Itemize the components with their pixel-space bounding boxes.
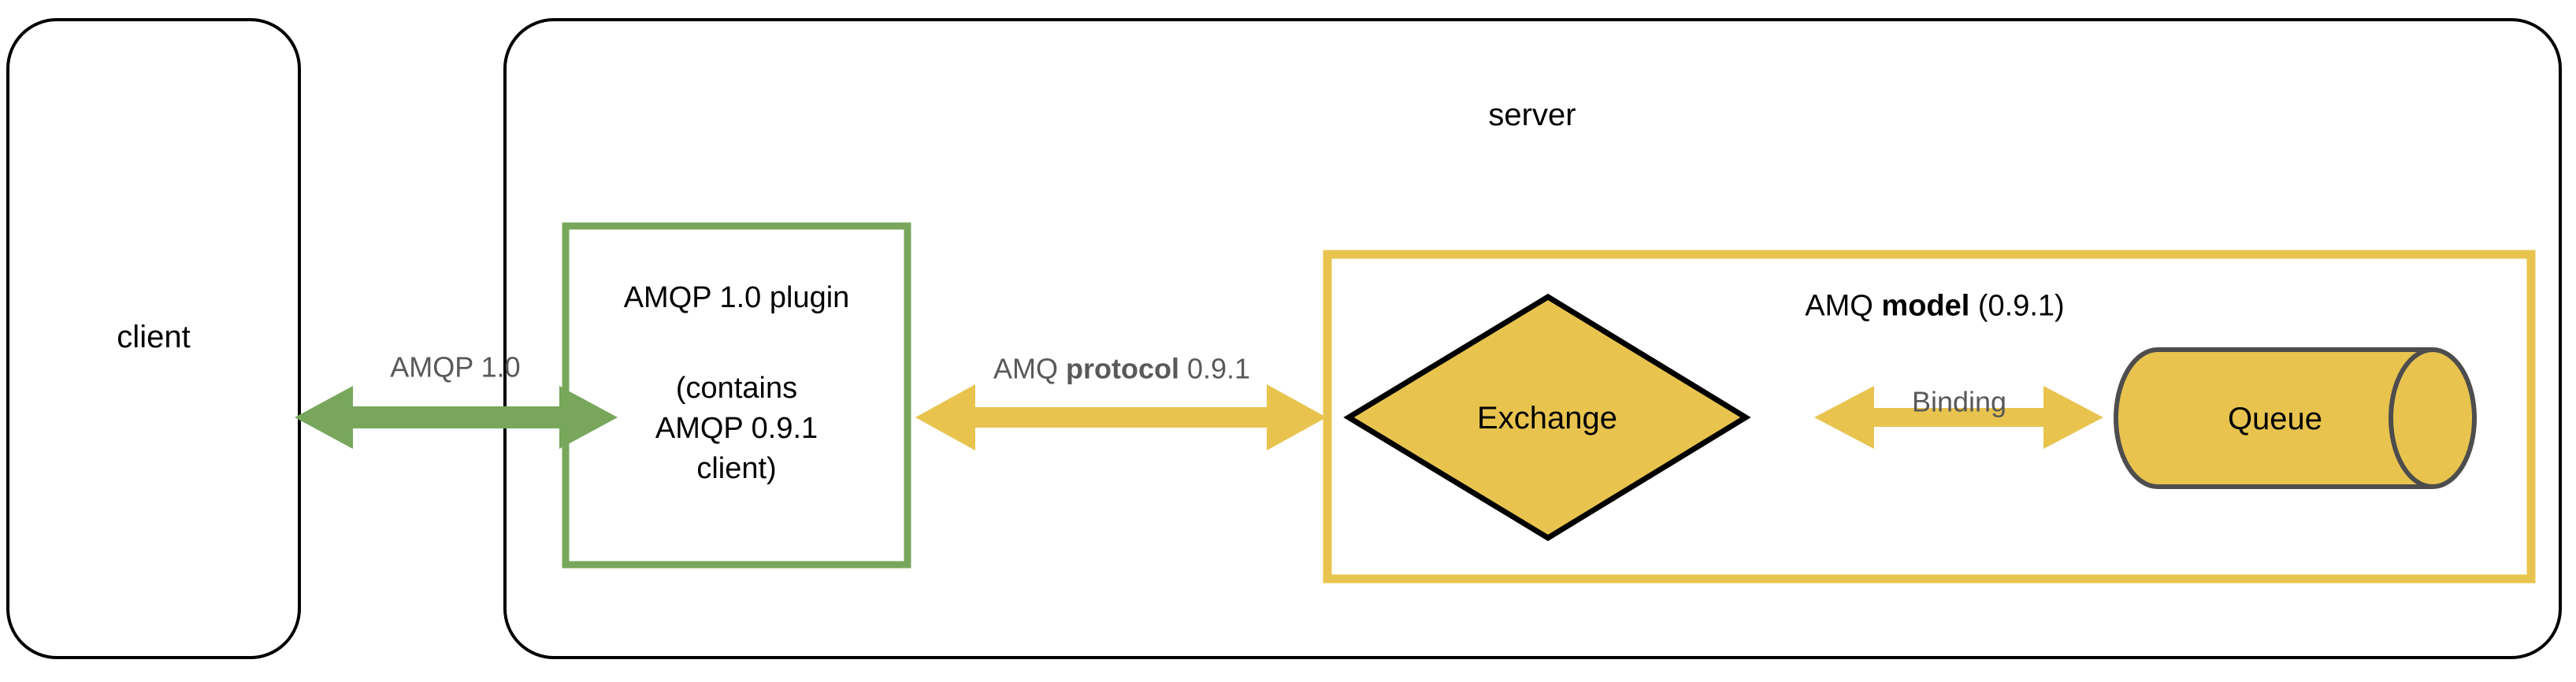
arrow-exchange-queue[interactable] bbox=[1814, 386, 2103, 449]
plugin-title: AMQP 1.0 plugin bbox=[623, 281, 850, 314]
edge-label-amq-protocol-bold: protocol bbox=[1065, 352, 1179, 385]
exchange-diamond[interactable] bbox=[1343, 293, 1751, 542]
exchange-label: Exchange bbox=[1477, 401, 1617, 436]
edge-label-binding: Binding bbox=[1911, 385, 2007, 418]
plugin-subtitle-line-2: AMQP 0.9.1 bbox=[655, 412, 818, 445]
edge-label-amq-protocol-suffix: 0.9.1 bbox=[1179, 352, 1251, 385]
client-label: client bbox=[117, 320, 191, 354]
plugin-subtitle-line-1: (contains bbox=[675, 372, 798, 405]
arrow-plugin-model[interactable] bbox=[915, 384, 1327, 450]
edge-label-amq-protocol: AMQ protocol 0.9.1 bbox=[993, 351, 1250, 387]
amq-model-label: AMQ model (0.9.1) bbox=[1805, 287, 2064, 325]
arrow-client-plugin[interactable] bbox=[295, 386, 618, 449]
amqp-plugin-box[interactable] bbox=[562, 222, 911, 569]
edge-label-amq-protocol-prefix: AMQ bbox=[993, 352, 1066, 385]
plugin-subtitle-line-3: client) bbox=[696, 452, 777, 485]
queue-label: Queue bbox=[2227, 402, 2323, 436]
amq-model-label-bold: model bbox=[1881, 289, 1970, 323]
server-label: server bbox=[1488, 98, 1576, 132]
client-box[interactable] bbox=[6, 18, 301, 659]
amq-model-label-prefix: AMQ bbox=[1805, 289, 1882, 323]
amq-model-label-suffix: (0.9.1) bbox=[1969, 289, 2065, 323]
edge-label-amqp-1-0: AMQP 1.0 bbox=[390, 350, 521, 384]
queue-cylinder[interactable] bbox=[2114, 347, 2477, 489]
